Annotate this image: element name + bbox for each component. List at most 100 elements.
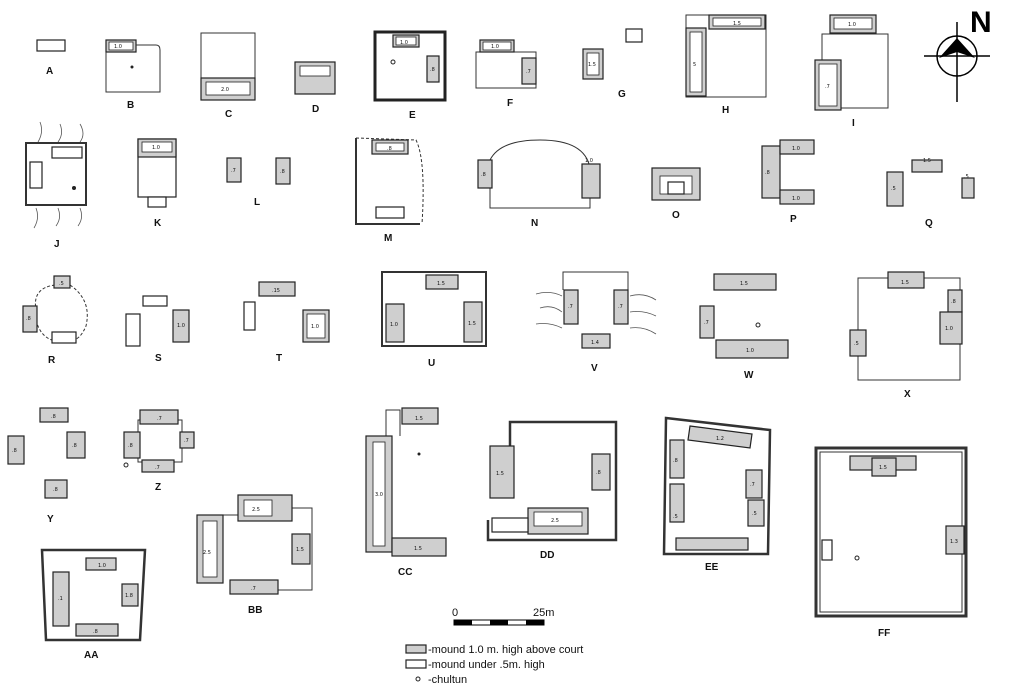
group-label: C <box>225 109 232 120</box>
mound-high <box>391 537 447 557</box>
court <box>562 271 629 290</box>
legend-swatch-low <box>405 659 427 669</box>
chultun <box>755 322 761 328</box>
mound-height: .7 <box>231 168 236 174</box>
mound-height: 1.5 <box>879 465 887 471</box>
chultun <box>854 555 860 561</box>
mound-height: 1.4 <box>591 340 599 346</box>
group-R: .5 .8 R <box>22 275 88 366</box>
mound-high <box>563 289 579 325</box>
group-label: O <box>672 210 680 221</box>
mound-height: 2.5 <box>551 518 559 524</box>
group-C: 2.0 C <box>200 32 256 120</box>
north-arrow: N <box>924 6 992 102</box>
mound-height: 1.5 <box>588 62 596 68</box>
mound <box>375 206 405 219</box>
mound-height: .8 <box>128 443 133 449</box>
mound-height: .5 <box>964 174 969 180</box>
group-BB: 2.5 2.5 1.5 .7 BB <box>196 494 313 616</box>
mound-height: 1.0 <box>792 146 800 152</box>
mound <box>667 181 685 195</box>
mound-high <box>945 525 965 555</box>
mound-height: 2.0 <box>221 87 229 93</box>
mound-top <box>712 17 762 27</box>
mound-top <box>372 441 386 547</box>
mound-high <box>675 537 749 551</box>
mound-height: .8 <box>765 170 770 176</box>
group-K: 1.0 K <box>137 138 177 229</box>
mound-high <box>886 171 904 207</box>
mound-height: .7 <box>750 482 755 488</box>
group-label: W <box>744 370 754 381</box>
group-label: P <box>790 214 797 225</box>
mound-height: .8 <box>51 414 56 420</box>
group-label: AA <box>84 650 98 661</box>
mound-height: .5 <box>854 341 859 347</box>
mound <box>625 28 643 43</box>
mound-height: 1.5 <box>296 547 304 553</box>
chultun <box>72 186 76 190</box>
mound-height: 1.0 <box>390 322 398 328</box>
mound-height: .7 <box>184 438 189 444</box>
mound-top <box>482 41 512 51</box>
mound-height: .7 <box>618 304 623 310</box>
mound-height: 1.5 <box>414 546 422 552</box>
terrain-lines <box>33 121 84 229</box>
mound-height: .5 <box>673 514 678 520</box>
mound-high <box>489 445 515 499</box>
group-label: L <box>254 197 260 208</box>
group-X: 1.5 .8 1.0 .5 X <box>849 271 963 400</box>
chultun <box>130 65 134 69</box>
group-A: A <box>36 39 66 77</box>
court <box>385 409 401 436</box>
mound-height: .7 <box>568 304 573 310</box>
court <box>355 138 420 225</box>
mound-high <box>85 557 117 571</box>
mound-high <box>121 583 139 607</box>
group-M: .8 M <box>355 137 424 244</box>
group-label: R <box>48 355 56 366</box>
mound-high <box>7 435 25 465</box>
mound-height: 1.0 <box>177 323 185 329</box>
mound-high <box>226 157 242 183</box>
group-E: 1.0 .8 E <box>373 30 447 121</box>
mound <box>51 331 77 344</box>
mound-high <box>581 163 601 199</box>
group-T: .15 1.0 T <box>243 281 330 364</box>
mound-high <box>939 311 963 345</box>
group-label: N <box>531 218 538 229</box>
mound-height: 1.0 <box>98 563 106 569</box>
mound-top <box>141 141 173 153</box>
mound-high <box>871 457 897 477</box>
group-V: .7 .7 1.4 V <box>535 271 657 374</box>
scale-end: 25m <box>533 607 554 619</box>
group-label: CC <box>398 567 412 578</box>
legend-swatch-high <box>405 644 427 654</box>
group-N: .8 1.0 N <box>477 139 601 229</box>
mound <box>821 539 833 561</box>
mound-height: .8 <box>26 316 31 322</box>
mound-height: 1.3 <box>950 539 958 545</box>
mound-height: .1 <box>58 596 63 602</box>
mound-high <box>591 453 611 491</box>
mound-height: .8 <box>430 67 435 73</box>
legend-text: -mound under .5m. high <box>428 659 545 671</box>
mound-high <box>141 459 175 473</box>
court <box>222 507 313 591</box>
mound-height: 1.5 <box>740 281 748 287</box>
mound-height: 1.0 <box>152 145 160 151</box>
mound-height: .8 <box>12 448 17 454</box>
group-J: J <box>25 121 87 250</box>
mound-high <box>22 305 38 333</box>
group-label: T <box>276 353 282 364</box>
mound <box>125 313 141 347</box>
mound <box>51 146 83 159</box>
north-label: N <box>970 6 992 39</box>
mound-height: .8 <box>387 146 392 152</box>
mound-height: 1.5 <box>415 416 423 422</box>
mound-top <box>395 36 417 46</box>
mound-high <box>849 329 867 357</box>
mound-high <box>761 145 781 199</box>
mound-top <box>375 142 405 152</box>
court <box>25 142 87 206</box>
